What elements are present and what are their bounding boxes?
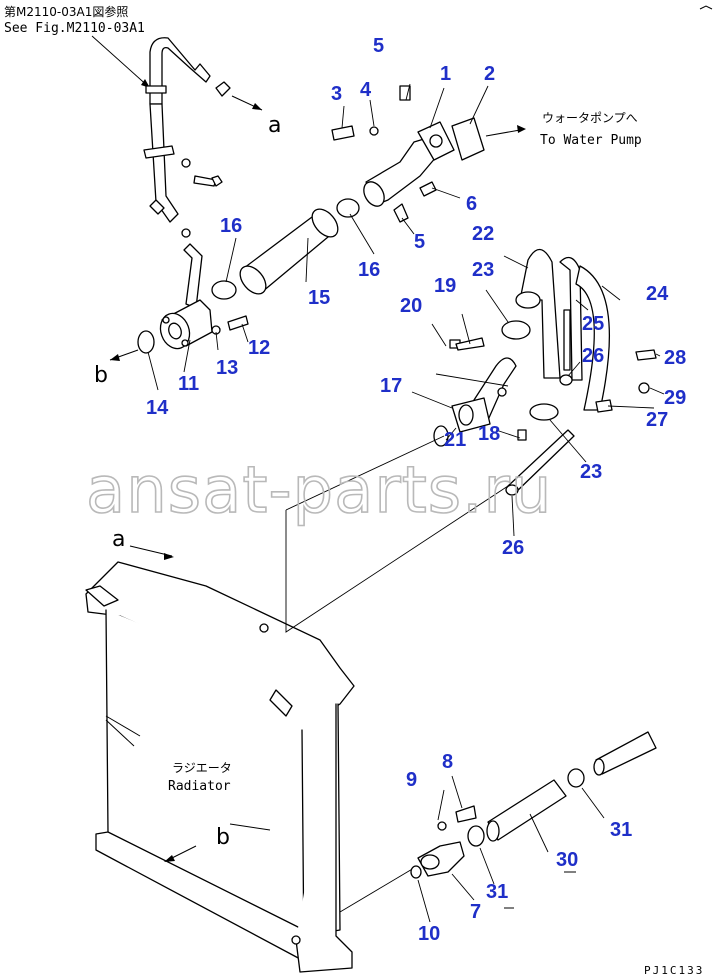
- callout-23-upper: 23: [472, 259, 494, 281]
- callout-31-lower: 31: [486, 881, 508, 903]
- callout-leaders: [147, 83, 665, 923]
- callout-19: 19: [434, 275, 456, 297]
- callout-1: 1: [440, 63, 451, 85]
- callout-18: 18: [478, 423, 500, 445]
- arrow-to-water-pump: [485, 129, 521, 137]
- callout-28: 28: [664, 347, 686, 369]
- callout-5-top: 5: [373, 35, 384, 57]
- callout-16-right: 16: [358, 259, 380, 281]
- callout-12: 12: [248, 337, 270, 359]
- right-tube-assembly: [501, 248, 657, 413]
- connection-b-lower: b: [216, 825, 230, 850]
- connection-b-upper: b: [94, 363, 108, 388]
- callout-8: 8: [442, 751, 453, 773]
- drawing-code: PJ1C133: [644, 964, 704, 977]
- callout-23-lower: 23: [580, 461, 602, 483]
- callout-10: 10: [418, 923, 440, 945]
- arrow-a-upper-head-icon: [252, 103, 262, 110]
- callout-5-bottom: 5: [414, 231, 425, 253]
- radiator-label-jp: ラジエータ: [172, 761, 232, 775]
- water-pump-label-en: To Water Pump: [540, 133, 642, 148]
- corner-mark-icon: [699, 5, 713, 10]
- connection-a-upper: a: [268, 113, 281, 138]
- callout-15: 15: [308, 287, 330, 309]
- assembly-line-1: [285, 485, 509, 633]
- long-tube: [505, 429, 575, 496]
- callout-16-left: 16: [220, 215, 242, 237]
- callout-26-upper: 26: [582, 345, 604, 367]
- callout-6: 6: [466, 193, 477, 215]
- callout-3: 3: [331, 83, 342, 105]
- callout-17: 17: [380, 375, 402, 397]
- callout-20: 20: [400, 295, 422, 317]
- radiator-label-en: Radiator: [168, 779, 231, 794]
- callout-11: 11: [178, 373, 199, 395]
- callout-14: 14: [146, 397, 169, 419]
- callout-26-lower: 26: [502, 537, 524, 559]
- callout-numbers: 1 2 3 4 5 5 6 7 8 9 10 11 12 13 14 15 16…: [146, 35, 686, 945]
- reference-arrow: [91, 35, 151, 89]
- arrow-b-upper-head-icon: [110, 354, 120, 361]
- arrow-a-lower-head-icon: [164, 553, 174, 560]
- radiator: [85, 561, 355, 973]
- hose-upper: [211, 198, 360, 300]
- en-figure-reference: See Fig.M2110-03A1: [4, 21, 145, 36]
- connection-a-lower: a: [112, 527, 125, 552]
- pipe-17: [433, 337, 559, 447]
- callout-25: 25: [582, 313, 604, 335]
- callout-31-right: 31: [610, 819, 632, 841]
- jp-figure-reference: 第M2110-03A1図参照: [4, 4, 128, 19]
- upper-left-pipe: [143, 37, 231, 238]
- callout-7: 7: [470, 901, 481, 923]
- callout-24: 24: [646, 283, 669, 305]
- callout-21: 21: [444, 429, 466, 451]
- water-pump-elbow: [331, 85, 485, 223]
- callout-29: 29: [664, 387, 686, 409]
- water-pump-label-jp: ウォータポンプへ: [542, 111, 638, 125]
- lower-pipe-assembly: [410, 731, 657, 879]
- arrow-to-water-pump-head-icon: [517, 125, 526, 133]
- callout-13: 13: [216, 357, 238, 379]
- assembly-line-3: [339, 867, 415, 913]
- callout-4: 4: [360, 79, 372, 101]
- callout-9: 9: [406, 769, 417, 791]
- watermark: ansat-parts.ru: [86, 454, 552, 528]
- callout-30: 30: [556, 849, 578, 871]
- callout-2: 2: [484, 63, 495, 85]
- callout-22: 22: [472, 223, 494, 245]
- callout-27: 27: [646, 409, 668, 431]
- assembly-line-2: [285, 435, 445, 511]
- arrow-b-lower-head-icon: [164, 855, 175, 862]
- left-flange-pipe: [137, 243, 249, 354]
